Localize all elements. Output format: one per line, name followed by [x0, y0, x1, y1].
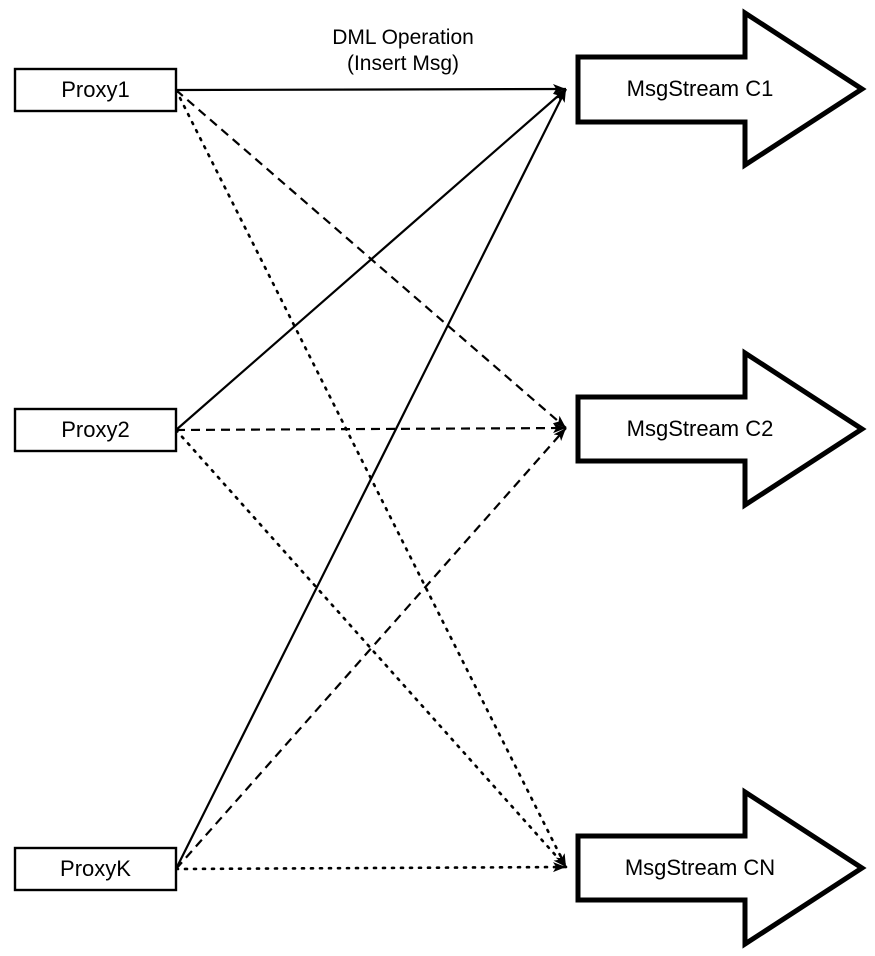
- link-proxy1-to-msgstream-c1[interactable]: [175, 84, 567, 95]
- proxy-box[interactable]: [13, 407, 178, 453]
- edge-label-line-1: DML Operation: [332, 26, 474, 49]
- link-group: [174, 84, 568, 873]
- proxy-box[interactable]: [13, 67, 178, 113]
- msgstream-node-c2[interactable]: MsgStream C2: [575, 348, 867, 510]
- proxy-node-proxy1[interactable]: Proxy1: [13, 67, 178, 113]
- link-proxyk-to-msgstream-c1[interactable]: [175, 88, 567, 870]
- proxy-node-group: Proxy1 Proxy2 ProxyK: [13, 67, 178, 892]
- edge-label-dml-operation: DML Operation (Insert Msg): [332, 26, 474, 75]
- msgstream-node-c1[interactable]: MsgStream C1: [575, 8, 867, 170]
- block-arrow-icon[interactable]: [575, 348, 867, 510]
- link-proxyk-to-msgstream-cn[interactable]: [174, 862, 568, 873]
- proxy-node-proxy2[interactable]: Proxy2: [13, 407, 178, 453]
- link-proxy2-to-msgstream-cn[interactable]: [174, 428, 568, 869]
- block-arrow-icon[interactable]: [575, 8, 867, 170]
- proxy-label: Proxy2: [61, 417, 129, 442]
- msgstream-node-group: MsgStream C1 MsgStream C2 MsgStream CN: [575, 8, 867, 949]
- block-arrow-icon[interactable]: [575, 787, 867, 949]
- edge-label-line-2: (Insert Msg): [347, 52, 459, 75]
- proxy-box[interactable]: [13, 846, 178, 892]
- link-proxy2-to-msgstream-c1[interactable]: [175, 88, 567, 431]
- proxy-label: ProxyK: [60, 856, 131, 881]
- link-proxy2-to-msgstream-c2[interactable]: [175, 423, 567, 434]
- proxy-node-proxyk[interactable]: ProxyK: [13, 846, 178, 892]
- proxy-label: Proxy1: [61, 77, 129, 102]
- msgstream-label: MsgStream CN: [625, 855, 775, 880]
- msgstream-node-cn[interactable]: MsgStream CN: [575, 787, 867, 949]
- msgstream-label: MsgStream C1: [627, 76, 774, 101]
- msgstream-label: MsgStream C2: [627, 416, 774, 441]
- link-proxyk-to-msgstream-c2[interactable]: [175, 427, 567, 870]
